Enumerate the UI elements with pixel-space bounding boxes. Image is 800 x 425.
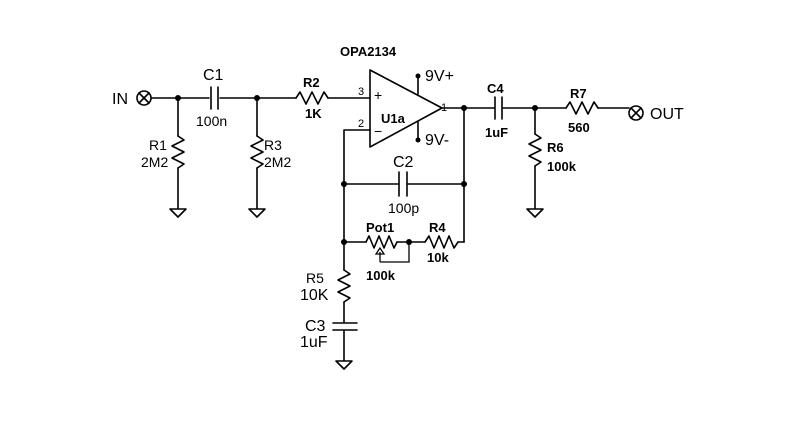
r1-value: 2M2 <box>141 154 168 170</box>
r7-value: 560 <box>568 120 590 135</box>
input-label: IN <box>112 91 128 108</box>
wire-inv-input <box>343 129 371 185</box>
opamp-plus-sign: + <box>374 87 382 103</box>
r4-ref: R4 <box>429 220 446 235</box>
opamp-ref: U1a <box>381 111 406 126</box>
c4-value: 1uF <box>485 125 508 140</box>
capacitor-c1 <box>210 86 219 110</box>
r6-ref: R6 <box>547 140 564 155</box>
pot-wiper-link <box>380 242 410 263</box>
r6-value: 100k <box>547 159 577 174</box>
pin-2: 2 <box>358 118 364 130</box>
r7-ref: R7 <box>570 86 587 101</box>
r5-value: 10K <box>300 287 329 304</box>
ground-icon-r6 <box>526 208 544 218</box>
pot1-ref: Pot1 <box>366 220 394 235</box>
ground-icon-r1 <box>169 208 187 218</box>
chip-label: OPA2134 <box>340 44 397 59</box>
c2-ref: C2 <box>393 154 414 171</box>
capacitor-c3 <box>332 322 358 361</box>
pin-3: 3 <box>358 86 364 98</box>
opamp-minus-sign: − <box>374 123 382 139</box>
r5-ref: R5 <box>306 270 324 286</box>
potentiometer-pot1 <box>365 235 398 249</box>
output-terminal <box>628 105 644 121</box>
opamp-u1a <box>369 69 443 148</box>
c3-value: 1uF <box>300 334 328 351</box>
input-terminal <box>136 90 152 106</box>
c1-ref: C1 <box>203 67 224 84</box>
resistor-r1 <box>171 97 185 209</box>
c3-ref: C3 <box>305 318 326 335</box>
resistor-r3 <box>250 97 264 209</box>
r2-ref: R2 <box>303 75 320 90</box>
capacitor-c2 <box>398 171 408 197</box>
r2-value: 1K <box>305 106 322 121</box>
r3-value: 2M2 <box>264 154 291 170</box>
ground-icon-r3 <box>248 208 266 218</box>
pos-supply-label: 9V+ <box>425 68 454 85</box>
capacitor-c4 <box>494 96 503 120</box>
c2-value: 100p <box>388 200 419 216</box>
c1-value: 100n <box>196 113 227 129</box>
resistor-r7 <box>565 101 599 115</box>
output-label: OUT <box>650 106 684 123</box>
resistor-r4 <box>424 235 459 249</box>
pot1-value: 100k <box>366 268 396 283</box>
r3-ref: R3 <box>264 137 282 153</box>
resistor-r2 <box>295 91 371 105</box>
neg-supply-label: 9V- <box>425 132 449 149</box>
c4-ref: C4 <box>487 81 504 96</box>
r4-value: 10k <box>427 250 449 265</box>
resistor-r6 <box>528 107 542 209</box>
ground-icon-c3 <box>335 360 353 370</box>
resistor-r5 <box>337 241 351 323</box>
r1-ref: R1 <box>149 137 167 153</box>
